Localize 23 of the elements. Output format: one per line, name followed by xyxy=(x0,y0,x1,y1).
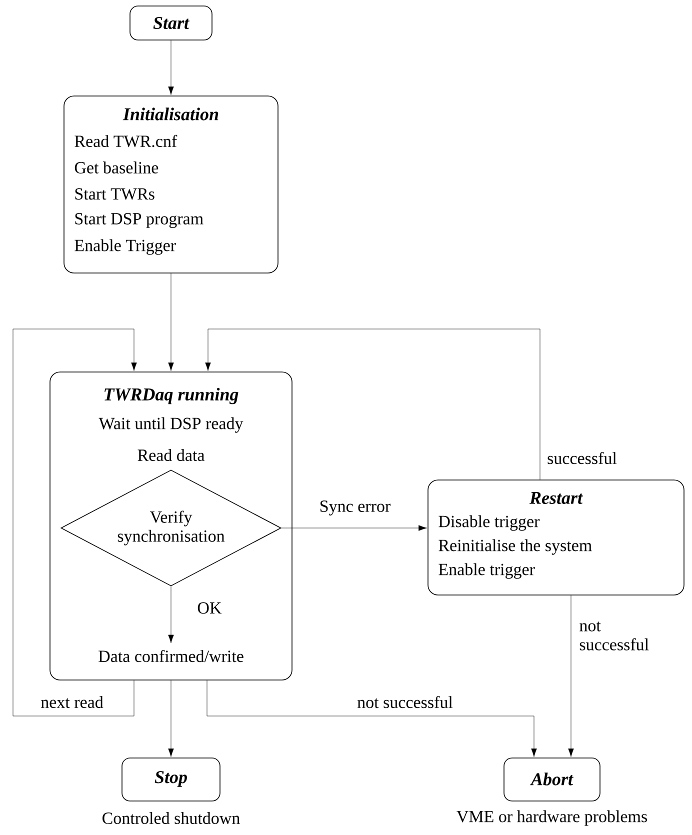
arrow xyxy=(168,680,174,757)
arrow xyxy=(206,680,537,757)
arrow xyxy=(168,40,174,95)
edge-label: Sync error xyxy=(318,500,392,516)
terminator-box: Stop xyxy=(122,758,220,802)
arrow xyxy=(168,586,174,644)
process-box: Initialisation Read TWR.cnf Get baseline Start TWRs Start DSP program Enable Trigger xyxy=(64,96,278,274)
status-text: Data confirmed/write xyxy=(98,650,244,662)
caption-text: Controled shutdown xyxy=(102,812,240,824)
terminator-box: Start xyxy=(130,6,212,40)
edge-label: not successful xyxy=(356,694,454,710)
edge-label: next read xyxy=(40,695,104,709)
arrow xyxy=(281,525,427,531)
edge-label: OK xyxy=(196,601,223,615)
edge-label: successful xyxy=(546,450,618,466)
process-box: Restart Disable trigger Reinitialise the system Enable trigger xyxy=(428,480,684,596)
terminator-box: Abort xyxy=(504,758,600,802)
arrow xyxy=(205,328,540,480)
caption-text: VME or hardware problems xyxy=(456,810,647,826)
edge-label: not successful xyxy=(578,620,660,652)
arrow xyxy=(12,328,137,716)
arrow xyxy=(568,595,574,757)
arrow xyxy=(168,273,174,371)
